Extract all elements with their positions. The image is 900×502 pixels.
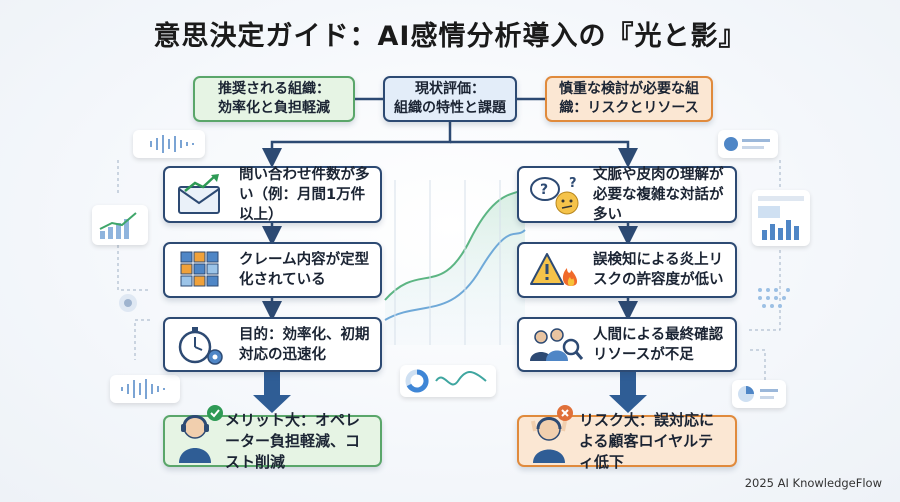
profile-card <box>718 130 778 158</box>
confused-face-icon: ? ? <box>527 173 585 217</box>
right-step-3: 人間による最終確認リソースが不足 <box>517 317 737 372</box>
footer-credit: 2025 AI KnowledgeFlow <box>744 476 882 490</box>
sound-wave-card-2 <box>110 375 180 403</box>
right-step-2-label: 誤検知による炎上リスクの許容度が低い <box>593 252 724 288</box>
left-step-2-label: クレーム内容が定型化されている <box>239 252 370 288</box>
svg-text:?: ? <box>540 182 548 198</box>
sound-wave-card <box>133 130 205 158</box>
bar-chart-card <box>92 205 148 245</box>
risk-result-box: リスク大：誤対応による顧客ロイヤルティ低下 <box>517 405 737 471</box>
recommended-org-box: 推奨される組織： 効率化と負担軽減 <box>193 76 355 122</box>
people-search-icon <box>527 323 585 367</box>
donut-wave-card <box>400 365 496 397</box>
warning-fire-icon <box>527 248 585 292</box>
caution-org-box: 慎重な検討が必要な組 織：リスクとリソース <box>545 76 713 122</box>
left-step-1: 問い合わせ件数が多い（例：月間1万件以上） <box>163 166 382 223</box>
page-title: 意思決定ガイド：AI感情分析導入の『光と影』 <box>153 21 747 52</box>
right-step-3-label: 人間による最終確認リソースが不足 <box>593 326 724 363</box>
merit-result-box: メリット大：オペレーター負担軽減、コスト削減 <box>163 405 382 471</box>
right-step-1: ? ? 文脈や皮肉の理解が必要な複雑な対話が多い <box>517 166 737 223</box>
current-assessment-box: 現状評価： 組織の特性と課題 <box>383 76 517 122</box>
right-step-2: 誤検知による炎上リスクの許容度が低い <box>517 242 737 298</box>
left-step-3: 目的：効率化、初期対応の迅速化 <box>163 317 382 372</box>
email-trend-icon <box>173 173 231 217</box>
left-step-2: クレーム内容が定型化されている <box>163 242 382 298</box>
right-step-1-label: 文脈や皮肉の理解が必要な複雑な対話が多い <box>593 166 724 223</box>
left-step-1-label: 問い合わせ件数が多い（例：月間1万件以上） <box>239 166 370 223</box>
dashboard-card <box>752 190 810 246</box>
pie-card <box>732 380 786 408</box>
svg-text:?: ? <box>569 176 577 191</box>
stopwatch-gear-icon <box>173 323 231 367</box>
grid-pattern-icon <box>173 248 231 292</box>
operator-headset-icon <box>165 405 225 467</box>
risk-result-label: リスク大：誤対応による顧客ロイヤルティ低下 <box>579 410 715 471</box>
stressed-operator-icon <box>519 405 579 467</box>
merit-result-label: メリット大：オペレーター負担軽減、コスト削減 <box>225 410 361 471</box>
left-step-3-label: 目的：効率化、初期対応の迅速化 <box>239 326 370 363</box>
